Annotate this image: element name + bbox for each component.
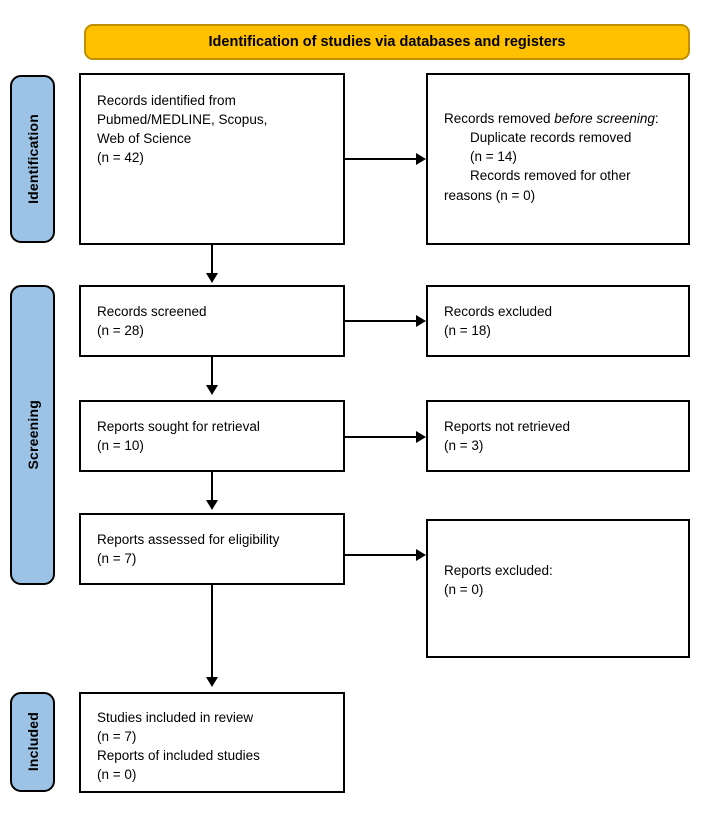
- arrowhead-identified-to-removed: [416, 153, 426, 165]
- box-studies-included-text: Studies included in review (n = 7) Repor…: [97, 710, 260, 783]
- arrowhead-assessed-to-included: [206, 677, 218, 687]
- box-reports-excluded-text: Reports excluded: (n = 0): [444, 563, 553, 598]
- box-records-identified-text: Records identified from Pubmed/MEDLINE, …: [97, 93, 268, 166]
- box-records-identified: Records identified from Pubmed/MEDLINE, …: [79, 73, 345, 245]
- phase-label-included: Included: [24, 712, 41, 772]
- connector-assessed-to-included: [211, 585, 213, 678]
- box-records-removed: Records removed before screening: Duplic…: [426, 73, 690, 245]
- connector-sought-to-assessed: [211, 472, 213, 501]
- arrowhead-sought-to-assessed: [206, 500, 218, 510]
- box-reports-not-retrieved-text: Reports not retrieved (n = 3): [444, 418, 571, 453]
- arrowhead-identified-to-screened: [206, 273, 218, 283]
- box-reports-not-retrieved: Reports not retrieved (n = 3): [426, 400, 690, 472]
- box-records-removed-text: Records removed before screening: Duplic…: [444, 111, 659, 203]
- diagram-title-banner: Identification of studies via databases …: [84, 24, 690, 60]
- phase-label-identification: Identification: [24, 114, 41, 204]
- box-records-excluded-text: Records excluded (n = 18): [444, 303, 553, 338]
- connector-assessed-to-excluded: [345, 554, 416, 556]
- connector-screened-to-excluded: [345, 320, 416, 322]
- connector-identified-to-removed: [345, 158, 416, 160]
- phase-bar-included: Included: [10, 692, 55, 792]
- box-reports-sought: Reports sought for retrieval (n = 10): [79, 400, 345, 472]
- phase-label-screening: Screening: [24, 400, 41, 470]
- box-records-screened: Records screened (n = 28): [79, 285, 345, 357]
- phase-bar-identification: Identification: [10, 75, 55, 243]
- connector-sought-to-not-retrieved: [345, 436, 416, 438]
- italic-before-screening: before screening: [554, 111, 655, 126]
- arrowhead-screened-to-excluded: [416, 315, 426, 327]
- arrowhead-screened-to-sought: [206, 385, 218, 395]
- box-reports-assessed: Reports assessed for eligibility (n = 7): [79, 513, 345, 585]
- box-records-screened-text: Records screened (n = 28): [97, 303, 207, 338]
- connector-screened-to-sought: [211, 357, 213, 386]
- arrowhead-sought-to-not-retrieved: [416, 431, 426, 443]
- phase-bar-screening: Screening: [10, 285, 55, 585]
- box-reports-excluded: Reports excluded: (n = 0): [426, 519, 690, 658]
- connector-identified-to-screened: [211, 245, 213, 274]
- box-reports-assessed-text: Reports assessed for eligibility (n = 7): [97, 531, 280, 566]
- diagram-title: Identification of studies via databases …: [208, 34, 566, 50]
- arrowhead-assessed-to-excluded: [416, 549, 426, 561]
- box-reports-sought-text: Reports sought for retrieval (n = 10): [97, 418, 260, 453]
- box-studies-included: Studies included in review (n = 7) Repor…: [79, 692, 345, 793]
- box-records-excluded: Records excluded (n = 18): [426, 285, 690, 357]
